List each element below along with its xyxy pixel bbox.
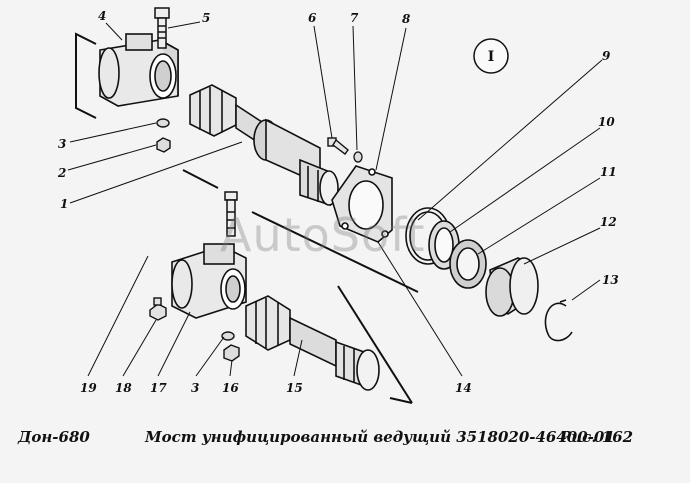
callout-14: 14	[455, 381, 472, 395]
leader-lines	[67, 21, 603, 377]
callout-16: 16	[222, 381, 239, 395]
bearing-bushing	[485, 257, 539, 317]
callout-12: 12	[600, 215, 617, 229]
watermark: AutoSoft	[220, 208, 426, 262]
callout-11: 11	[600, 165, 617, 179]
callout-3-lower: 3	[191, 381, 199, 395]
retaining-ring	[544, 299, 573, 342]
callout-9: 9	[602, 49, 611, 63]
coupling-sleeve-upper	[98, 33, 179, 107]
detail-marker	[473, 38, 509, 74]
callout-13: 13	[602, 273, 619, 287]
callout-7: 7	[350, 11, 359, 25]
washer-small	[353, 151, 363, 163]
callout-5: 5	[202, 11, 210, 25]
washer-lower	[221, 331, 235, 341]
caption-model: Дон-680	[18, 428, 90, 446]
callout-17: 17	[150, 381, 167, 395]
bolt-small	[327, 137, 349, 155]
callout-2: 2	[57, 166, 66, 180]
callout-numbers: 4 5 6 7 8 9 10 11 12 13 3 2 1 19 18 17 3…	[57, 9, 619, 395]
callout-6: 6	[308, 11, 317, 25]
upper-bracket-lines	[75, 32, 419, 404]
callout-3-upper: 3	[58, 137, 66, 151]
bolt-lower	[224, 191, 238, 237]
nut-upper	[156, 137, 171, 153]
callout-4: 4	[98, 9, 106, 23]
splined-shaft-lower	[245, 295, 380, 391]
callout-19: 19	[80, 381, 97, 395]
callout-10: 10	[598, 115, 615, 129]
coupling-sleeve-lower	[171, 243, 247, 319]
callout-18: 18	[115, 381, 132, 395]
caption-figure-number: Рис. 162	[560, 428, 634, 446]
callout-15: 15	[286, 381, 303, 395]
callout-1: 1	[60, 197, 68, 211]
nut-lower	[223, 344, 240, 362]
bolt-upper	[154, 7, 170, 49]
grease-fitting	[149, 297, 167, 321]
caption-title: Мост унифицированный ведущий 3518020-464…	[145, 428, 615, 446]
cuff-seal	[449, 239, 487, 289]
callout-8: 8	[402, 12, 411, 26]
washer-upper	[156, 118, 170, 128]
detail-marker-label: I	[488, 49, 495, 65]
flange-cover	[331, 165, 393, 243]
splined-shaft-upper	[189, 84, 339, 207]
